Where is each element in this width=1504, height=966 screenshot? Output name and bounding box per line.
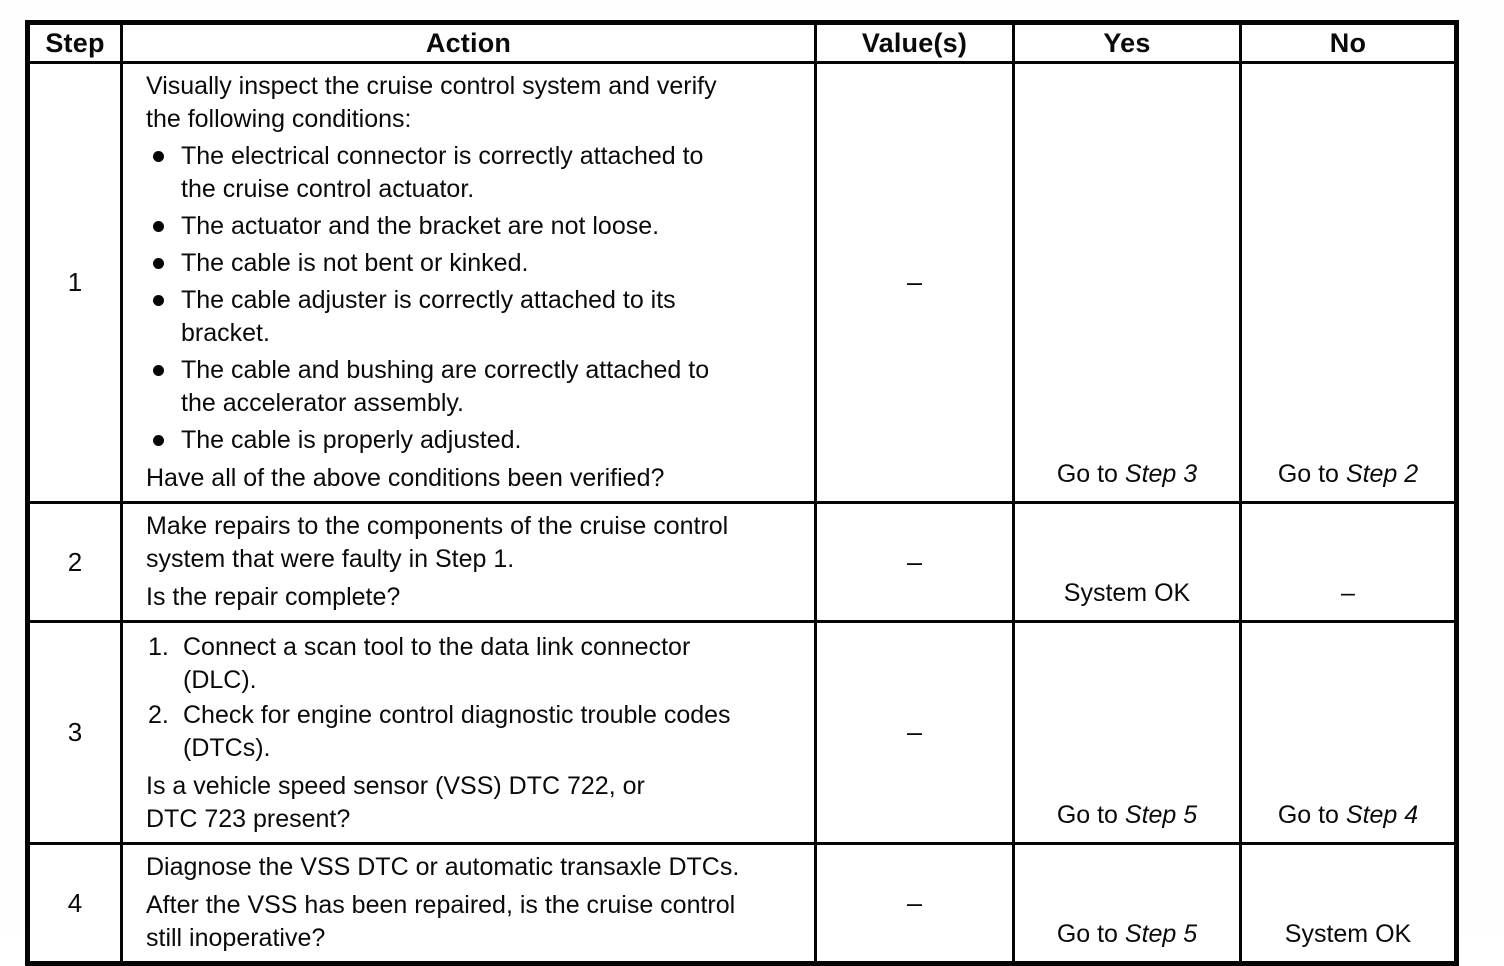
go-to-text: Go to xyxy=(1056,920,1125,948)
value-cell: – xyxy=(814,620,1015,845)
action-cell: Make repairs to the components of the cr… xyxy=(120,501,817,623)
action-paragraph: Make repairs to the components of the cr… xyxy=(146,512,729,573)
bullet-icon xyxy=(153,365,164,376)
no-cell: – xyxy=(1239,501,1458,623)
list-item: The cable is properly adjusted. xyxy=(146,424,808,457)
value-cell: – xyxy=(814,842,1015,965)
header-yes: Yes xyxy=(1012,21,1242,64)
yes-cell: Go to Step 5 xyxy=(1012,620,1242,845)
yes-cell: Go to Step 5 xyxy=(1012,842,1242,965)
action-question: Is a vehicle speed sensor (VSS) DTC 722,… xyxy=(146,772,645,833)
value-cell: – xyxy=(814,61,1015,504)
step-number: 1 xyxy=(26,61,123,504)
table-header-row: Step Action Value(s) Yes No xyxy=(26,21,1458,64)
list-item: The actuator and the bracket are not loo… xyxy=(146,210,808,243)
result-text: System OK xyxy=(1284,920,1412,948)
bullet-text: The electrical connector is correctly at… xyxy=(181,142,704,203)
step-reference: Step 5 xyxy=(1124,920,1198,948)
list-item: The cable and bushing are correctly atta… xyxy=(146,354,808,420)
bullet-icon xyxy=(153,258,164,269)
action-question: Have all of the above conditions been ve… xyxy=(146,464,665,492)
item-number: 2. xyxy=(148,701,169,729)
header-action: Action xyxy=(120,21,817,64)
table-row: 3 1. Connect a scan tool to the data link… xyxy=(26,620,1458,845)
action-cell: Diagnose the VSS DTC or automatic transa… xyxy=(120,842,817,965)
bullet-icon xyxy=(153,151,164,162)
item-number: 1. xyxy=(148,633,169,661)
bullet-text: The cable and bushing are correctly atta… xyxy=(181,356,710,417)
value-cell: – xyxy=(814,501,1015,623)
bullet-text: The cable is not bent or kinked. xyxy=(181,249,529,277)
item-text: Connect a scan tool to the data link con… xyxy=(183,633,691,694)
yes-cell: Go to Step 3 xyxy=(1012,61,1242,504)
step-reference: Step 3 xyxy=(1124,460,1198,488)
table-row: 4 Diagnose the VSS DTC or automatic tran… xyxy=(26,842,1458,965)
scanned-document-page: Step Action Value(s) Yes No 1 Visually i… xyxy=(25,20,1459,966)
no-cell: System OK xyxy=(1239,842,1458,965)
action-paragraph: Diagnose the VSS DTC or automatic transa… xyxy=(146,853,740,881)
go-to-text: Go to xyxy=(1056,460,1125,488)
list-item: The cable adjuster is correctly attached… xyxy=(146,284,808,350)
action-question: Is the repair complete? xyxy=(146,583,401,611)
step-reference: Step 4 xyxy=(1345,801,1419,829)
no-cell: Go to Step 2 xyxy=(1239,61,1458,504)
step-reference: Step 5 xyxy=(1124,801,1198,829)
action-cell: 1. Connect a scan tool to the data link c… xyxy=(120,620,817,845)
bullet-icon xyxy=(153,435,164,446)
numbered-item: 1. Connect a scan tool to the data link c… xyxy=(146,631,808,697)
bullet-text: The actuator and the bracket are not loo… xyxy=(181,212,660,240)
table-row: 2 Make repairs to the components of the … xyxy=(26,501,1458,623)
no-cell: Go to Step 4 xyxy=(1239,620,1458,845)
list-item: The electrical connector is correctly at… xyxy=(146,140,808,206)
go-to-text: Go to xyxy=(1277,801,1346,829)
action-intro: Visually inspect the cruise control syst… xyxy=(146,72,717,133)
header-step: Step xyxy=(26,21,123,64)
go-to-text: Go to xyxy=(1056,801,1125,829)
header-values: Value(s) xyxy=(814,21,1015,64)
bullet-text: The cable is properly adjusted. xyxy=(181,426,522,454)
step-number: 4 xyxy=(26,842,123,965)
result-text: – xyxy=(1341,579,1355,607)
header-no: No xyxy=(1239,21,1458,64)
go-to-text: Go to xyxy=(1277,460,1346,488)
step-reference: Step 2 xyxy=(1345,460,1419,488)
bullet-icon xyxy=(153,295,164,306)
action-question: After the VSS has been repaired, is the … xyxy=(146,891,736,952)
action-cell: Visually inspect the cruise control syst… xyxy=(120,61,817,504)
step-number: 3 xyxy=(26,620,123,845)
numbered-item: 2. Check for engine control diagnostic tr… xyxy=(146,699,808,765)
list-item: The cable is not bent or kinked. xyxy=(146,247,808,280)
bullet-text: The cable adjuster is correctly attached… xyxy=(181,286,676,347)
yes-cell: System OK xyxy=(1012,501,1242,623)
item-text: Check for engine control diagnostic trou… xyxy=(183,701,731,762)
step-number: 2 xyxy=(26,501,123,623)
result-text: System OK xyxy=(1063,579,1191,607)
bullet-icon xyxy=(153,221,164,232)
diagnostic-table: Step Action Value(s) Yes No 1 Visually i… xyxy=(25,20,1459,966)
table-row: 1 Visually inspect the cruise control sy… xyxy=(26,61,1458,504)
